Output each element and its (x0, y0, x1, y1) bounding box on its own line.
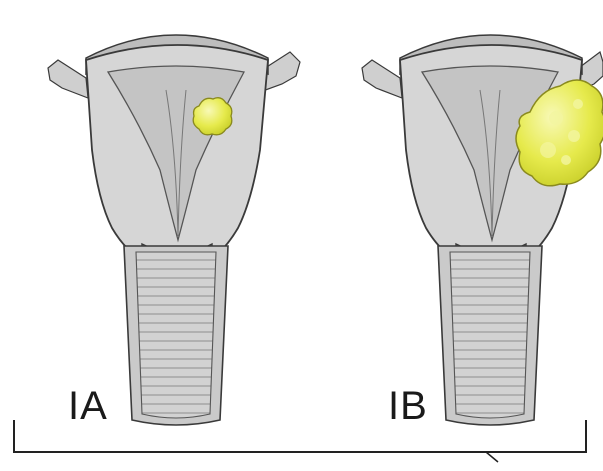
vagina-canal-ib (450, 252, 530, 418)
vagina-canal-ia (136, 252, 216, 418)
uterus-illustration-ia (48, 35, 300, 425)
stage-label-ib: IB (388, 384, 428, 429)
left-adnexa-ib (362, 60, 402, 98)
left-adnexa-ia (48, 60, 88, 98)
uterus-illustration-ib (362, 35, 603, 425)
stage-label-ia: IA (68, 384, 108, 429)
